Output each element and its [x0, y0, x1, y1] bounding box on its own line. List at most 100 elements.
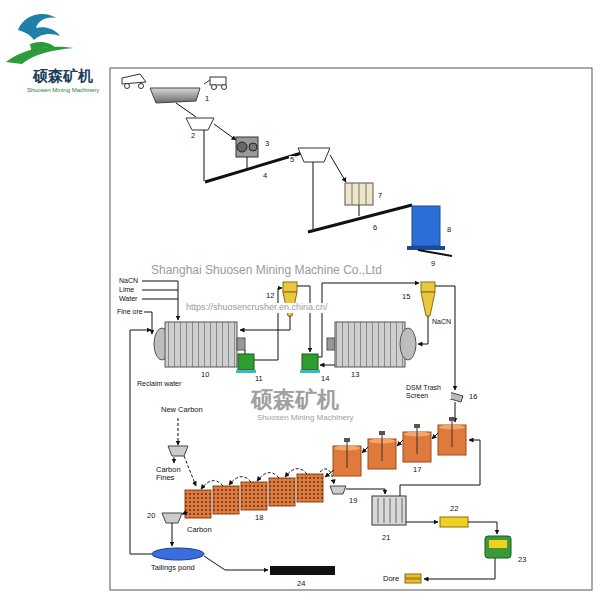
jaw-crusher [236, 137, 258, 157]
conveyor [205, 152, 305, 182]
callout-number: 5 [289, 156, 295, 164]
electrowinning-cell [396, 498, 397, 523]
jaw-crusher [249, 143, 257, 151]
leach-tank [449, 417, 455, 421]
equipment-label: Tailings pond [150, 564, 196, 572]
callout-number: 6 [372, 224, 378, 232]
flow-line [214, 124, 236, 140]
cone-crusher [345, 183, 373, 205]
hydrocyclone [283, 282, 297, 292]
electrowinning-cell [390, 498, 391, 523]
electrowinning-cell [378, 498, 379, 523]
fine-ore-bin [407, 246, 445, 250]
slurry-lines [435, 286, 455, 390]
callout-number: 9 [430, 260, 436, 268]
reagent-lines [142, 290, 178, 291]
conveyor [418, 250, 452, 256]
callout-number: 11 [254, 375, 264, 383]
callout-number: 14 [320, 375, 330, 383]
flow-line [359, 205, 360, 216]
ball-mill [400, 328, 416, 360]
leach-tanks [333, 417, 466, 476]
slurry-pump [302, 354, 318, 370]
callout-number: 22 [449, 505, 459, 513]
logo-icon [6, 47, 74, 64]
reclaim-pipe [270, 566, 335, 575]
callout-number: 8 [446, 226, 452, 234]
carbon-transfer [257, 473, 279, 481]
loader [222, 85, 227, 90]
flow-line [468, 522, 497, 534]
cip-tank [297, 474, 323, 502]
vibrating-screen [298, 148, 330, 162]
stream-label: Carbon [186, 526, 213, 534]
carbon-lines [174, 457, 175, 463]
callout-number: 21 [381, 534, 391, 542]
flow-line [182, 512, 188, 514]
callout-number: 23 [517, 556, 527, 564]
cip-tank [241, 482, 267, 510]
ball-mill [237, 338, 245, 350]
cone-crusher [352, 183, 353, 205]
cip-tank [213, 486, 239, 514]
slurry-lines [297, 286, 310, 352]
cone-crusher [366, 183, 367, 205]
dore-bars [405, 574, 421, 578]
jaw-crusher [237, 142, 247, 152]
callout-number: 24 [296, 580, 306, 588]
smelting-furnace [485, 536, 511, 558]
barren-return [400, 440, 480, 496]
conveyor [308, 205, 412, 232]
leach-tank [379, 431, 385, 435]
carbon-lines [174, 418, 334, 486]
logo-icon [6, 14, 74, 64]
leach-tank [452, 420, 453, 447]
stream-label: New Carbon [160, 406, 204, 414]
loader [204, 77, 227, 90]
loader [204, 80, 210, 84]
reagent-lines [178, 281, 179, 320]
ball-mill [335, 322, 405, 367]
hydrocyclone [421, 282, 435, 316]
stream-label: Lime [118, 286, 135, 294]
callout-number: 12 [265, 292, 275, 300]
callout-number: 4 [262, 172, 268, 180]
hydrocyclone [421, 292, 435, 316]
cip-tank [185, 490, 211, 518]
slurry-pump [300, 354, 320, 373]
slurry-pump [238, 354, 254, 370]
flow-line [325, 470, 334, 477]
overflow-line [432, 433, 438, 439]
electrowinning-cell [402, 498, 403, 523]
logo-subtitle: Shuosen Mining Machinery [26, 87, 100, 94]
ball-mill [165, 322, 237, 367]
dore-bars [405, 579, 421, 583]
fine-ore-bin [412, 206, 440, 246]
callout-number: 10 [200, 371, 210, 379]
ball-mill [327, 322, 416, 367]
stream-label: Fine ore [116, 308, 144, 316]
leach-tank [333, 438, 361, 476]
haul-truck [122, 74, 146, 84]
smelting-furnace [485, 536, 511, 558]
electrowinning-cell [372, 496, 406, 525]
flow-line [346, 489, 385, 494]
flow-line [204, 130, 205, 181]
stream-label: Reclaim water [136, 380, 182, 388]
smelting-furnace [489, 540, 507, 548]
electrowinning-cell [372, 496, 406, 525]
callout-number: 7 [377, 192, 383, 200]
slurry-pump [300, 370, 320, 373]
logo-icon [18, 14, 60, 40]
sludge-dryer [440, 517, 468, 527]
overflow-line [362, 447, 368, 453]
callout-number: 19 [348, 497, 358, 505]
flow-line [247, 157, 248, 168]
watermark: https://shuosencrusher.en.china.cn/ [185, 303, 329, 313]
grizzly [186, 118, 214, 130]
electrowinning-cell [384, 498, 385, 523]
flow-line [330, 155, 346, 182]
leach-tank [344, 438, 350, 442]
slurry-lines [320, 365, 335, 366]
